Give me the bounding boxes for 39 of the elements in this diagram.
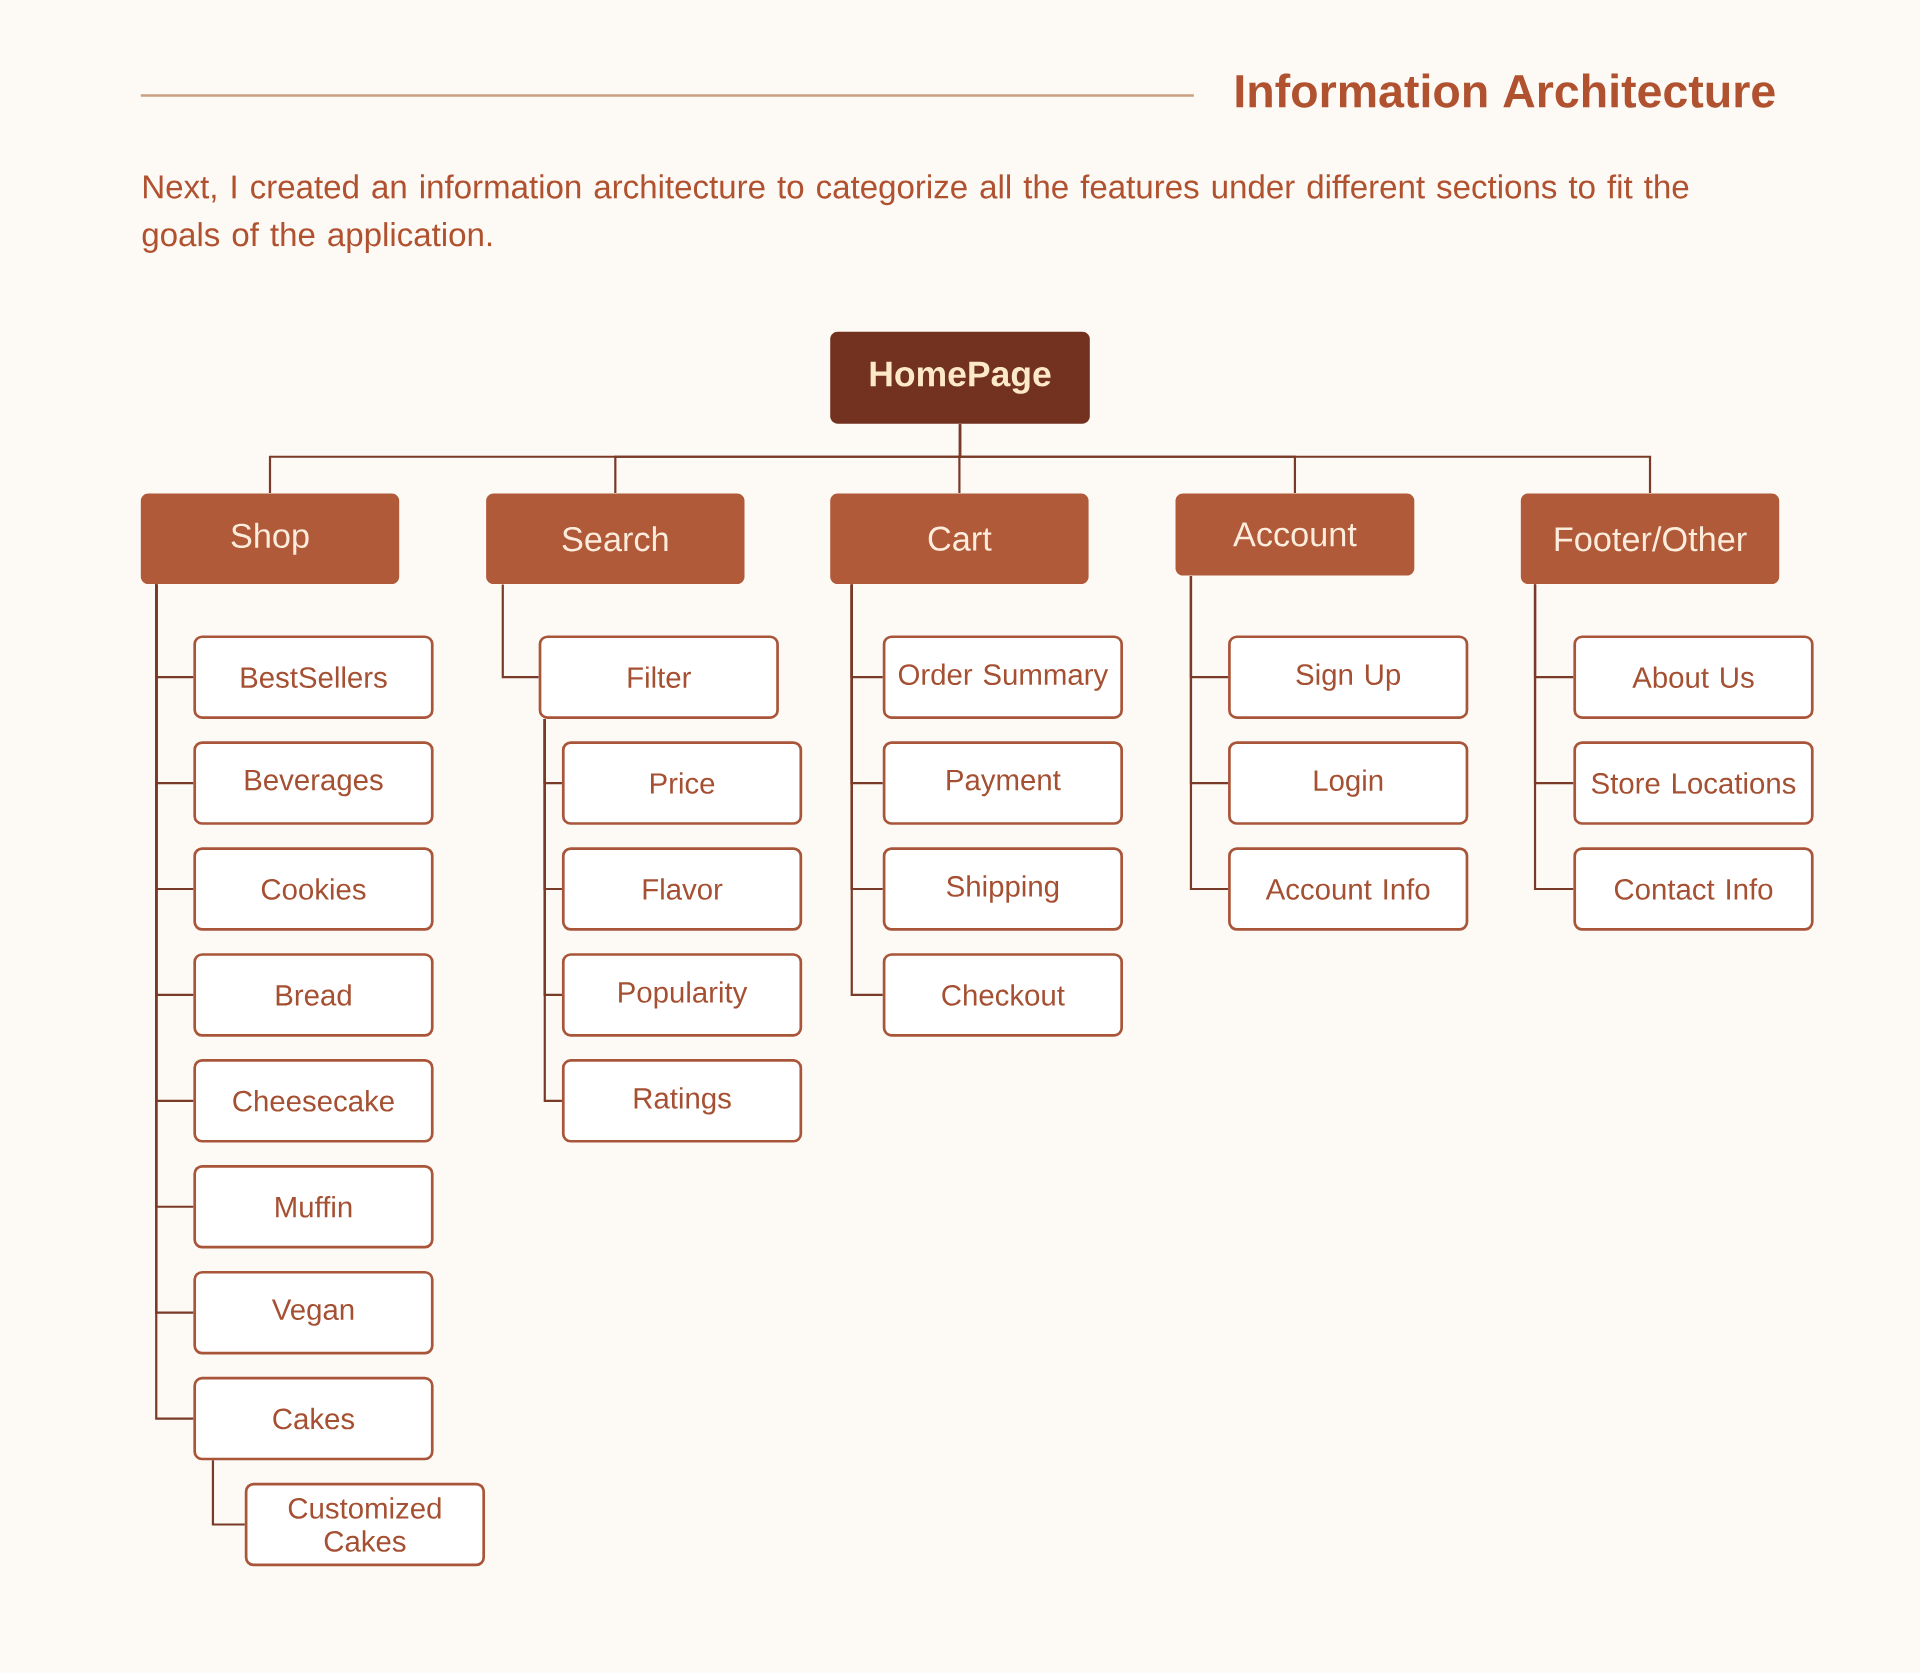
- connector-line: [543, 719, 562, 1103]
- intro-text: Next, I created an information architecture to categorize all the features under different sections to fit the goals of the application.: [142, 174, 1689, 254]
- connector-line: [211, 1460, 245, 1526]
- page-box: Beverages: [193, 741, 434, 825]
- page-box: Store Locations: [1573, 741, 1814, 825]
- connector-line: [1189, 576, 1229, 891]
- page-box: Bread: [193, 953, 434, 1037]
- page-box: About Us: [1573, 635, 1814, 720]
- page-box: Cheesecake: [193, 1059, 434, 1143]
- connector-line: [501, 584, 539, 679]
- page-box: Account Info: [1228, 847, 1469, 931]
- page-box: Filter: [538, 635, 779, 720]
- page-box: Cookies: [193, 847, 434, 931]
- category-box: Cart: [830, 493, 1089, 585]
- page-box: Customized Cakes: [244, 1482, 486, 1567]
- connector-line: [958, 424, 1652, 494]
- page-box: BestSellers: [193, 635, 434, 720]
- page-box: Sign Up: [1228, 635, 1469, 720]
- page-box: Popularity: [561, 953, 803, 1037]
- category-box: Account: [1175, 493, 1415, 576]
- page-box: Order Summary: [882, 635, 1123, 720]
- heading: Information Architecture: [1236, 73, 1775, 108]
- category-box: Search: [486, 493, 745, 585]
- page-box: Shipping: [882, 847, 1123, 931]
- connector-line: [850, 584, 883, 997]
- page-box: Contact Info: [1573, 847, 1814, 931]
- page-box: Ratings: [561, 1059, 803, 1143]
- category-box: Footer/Other: [1520, 493, 1780, 585]
- page-box: Flavor: [561, 847, 803, 931]
- page-box: Muffin: [193, 1165, 434, 1249]
- page-box: Price: [561, 741, 803, 825]
- connector-line: [1533, 584, 1574, 891]
- page-box: Payment: [882, 741, 1123, 825]
- root-box: HomePage: [830, 332, 1090, 424]
- page-box: Checkout: [882, 953, 1123, 1037]
- page-box: Login: [1228, 741, 1469, 825]
- page-box: Cakes: [193, 1377, 434, 1461]
- page-box: Vegan: [193, 1271, 434, 1355]
- category-box: Shop: [140, 493, 400, 585]
